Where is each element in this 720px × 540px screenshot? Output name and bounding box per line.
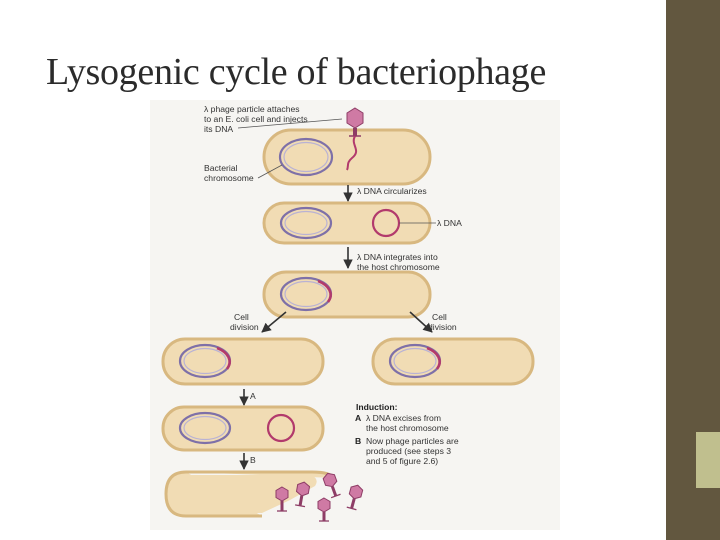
cell-3-integrated <box>262 270 432 319</box>
label-lambda-dna: λ DNA <box>437 218 462 228</box>
label-integrates-2: the host chromosome <box>357 262 440 272</box>
side-accent-block <box>696 432 720 488</box>
label-attach-2: to an E. coli cell and injects <box>204 114 308 124</box>
label-attach-3: its DNA <box>204 124 233 134</box>
label-induction-b-2: produced (see steps 3 <box>366 446 451 456</box>
phage-particle <box>346 107 364 171</box>
bacterial-chromosome <box>278 137 334 177</box>
leader-bacterial <box>257 164 283 179</box>
label-induction-b-1: Now phage particles are <box>366 436 459 446</box>
leader-attach <box>237 118 343 129</box>
cell-2-circularized <box>262 201 432 245</box>
cell-6-excised <box>161 405 325 452</box>
arrow-division-left <box>261 311 287 333</box>
label-induction-a-2: the host chromosome <box>366 423 449 433</box>
cell-5-daughter-right <box>371 337 535 386</box>
label-integrates-1: λ DNA integrates into <box>357 252 438 262</box>
label-circularizes: λ DNA circularizes <box>357 186 427 196</box>
label-division-left-2: division <box>230 322 259 332</box>
cell-4-daughter-left <box>161 337 325 386</box>
cell-1-attach <box>262 107 432 186</box>
label-induction-b-marker: B <box>355 436 361 446</box>
label-division-right-1: Cell <box>432 312 447 322</box>
label-induction-a-marker: A <box>355 413 361 423</box>
arrow-division-right <box>409 311 433 333</box>
cell-7-lysed <box>164 470 336 518</box>
label-step-a: A <box>250 391 256 401</box>
label-bacterial-2: chromosome <box>204 173 254 183</box>
label-division-left-1: Cell <box>234 312 249 322</box>
slide-title: Lysogenic cycle of bacteriophage <box>46 51 547 93</box>
label-division-right-2: division <box>428 322 457 332</box>
label-induction-a-1: λ DNA excises from <box>366 413 441 423</box>
label-step-b: B <box>250 455 256 465</box>
integrated-prophage <box>317 279 332 303</box>
label-bacterial-1: Bacterial <box>204 163 238 173</box>
label-induction: Induction: <box>356 402 398 412</box>
label-induction-b-3: and 5 of figure 2.6) <box>366 456 438 466</box>
label-attach-1: λ phage particle attaches <box>204 104 300 114</box>
released-phages <box>275 472 364 522</box>
